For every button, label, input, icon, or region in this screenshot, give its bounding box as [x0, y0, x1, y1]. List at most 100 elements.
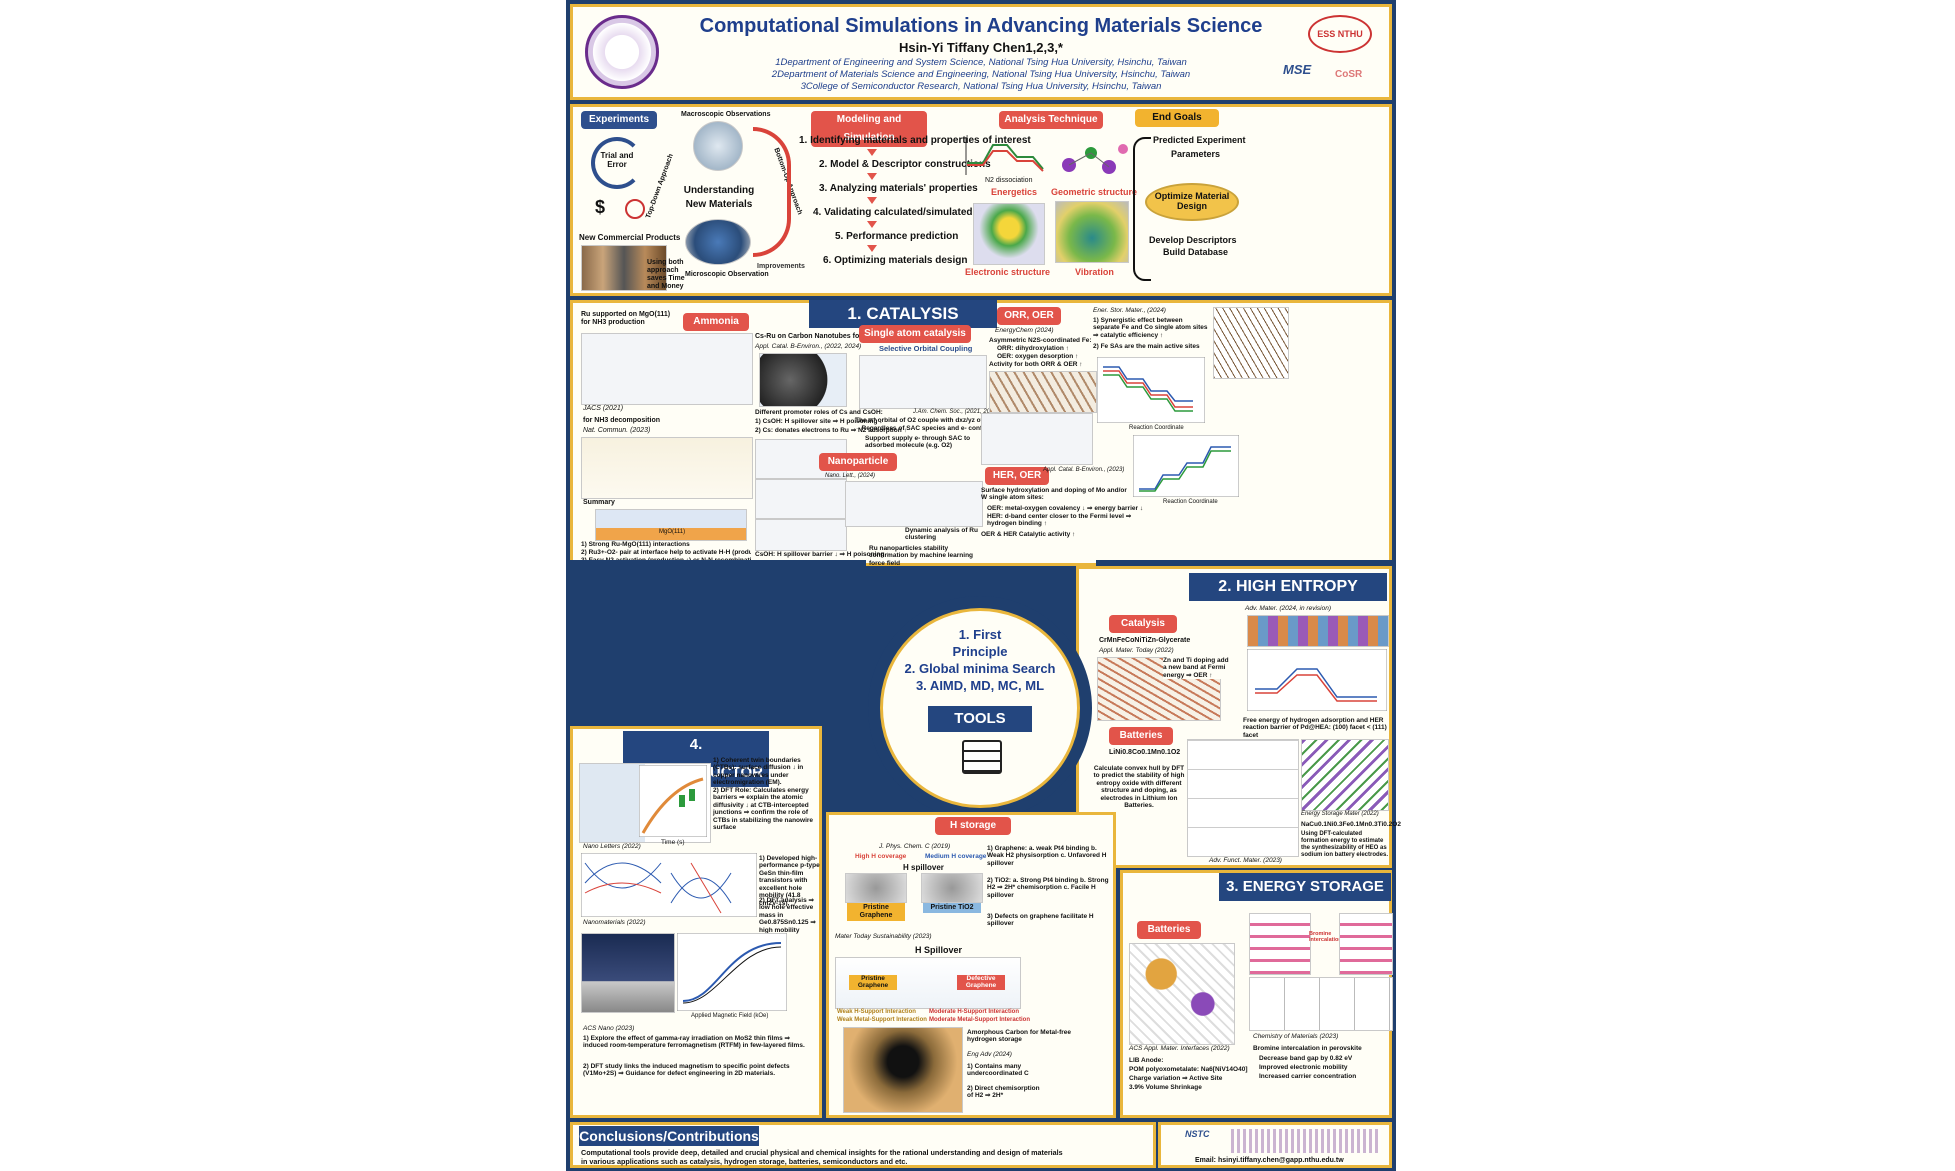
- affiliation-1: 1Department of Engineering and System Sc…: [775, 57, 1187, 68]
- csoh-barrier-text: CsOH: H spillover barrier ↓ ⇒ H poisonin…: [755, 551, 890, 558]
- ener-stor2-ref: Energy Storage Mater (2022): [1301, 811, 1379, 817]
- jacs2-ref: J.Am. Chem. Soc., (2021, 2024): [913, 409, 999, 415]
- n2-dissociation-label: N2 dissociation: [985, 177, 1033, 184]
- tools-line-2: Principle: [952, 644, 1008, 659]
- orr-oer-label: ORR, OER: [997, 307, 1061, 325]
- energetics-plot: [965, 137, 1044, 175]
- heo-text: Using DFT-calculated formation energy to…: [1301, 831, 1389, 858]
- university-seal: [585, 15, 659, 89]
- dollar-icon: $: [595, 197, 606, 217]
- pristine-graphene-label: Pristine Graphene: [847, 903, 905, 922]
- reaction-coord-label-2: Reaction Coordinate: [1163, 499, 1218, 505]
- nanoparticle-image: [845, 481, 983, 527]
- vibration-label: Vibration: [1075, 267, 1114, 277]
- mse-logo: MSE: [1283, 62, 1312, 77]
- top-down-label: Top-Down Approach: [645, 153, 675, 220]
- pristine-graphene-2: Pristine Graphene: [849, 975, 897, 990]
- nano-lett-ref: Nano. Lett., (2024): [825, 473, 876, 479]
- natcommun-ref: Nat. Commun. (2023): [583, 427, 651, 434]
- affiliation-3: 3College of Semiconductor Research, Nati…: [800, 81, 1162, 92]
- mod-metal-label: Moderate Metal-Support Interaction: [929, 1017, 1031, 1023]
- br-point-3: Increased carrier concentration: [1259, 1073, 1357, 1080]
- ru-stability-text: Ru nanoparticles stability confirmation …: [869, 545, 974, 567]
- step-arrow-3: [867, 197, 877, 204]
- br-title: Bromine intercalation in perovskite: [1253, 1045, 1362, 1052]
- mos2-text-1: 1) Explore the effect of gamma-ray irrad…: [583, 1035, 805, 1050]
- conclusions-text-1: Computational tools provide deep, detail…: [581, 1148, 1063, 1157]
- pristine-tio2-label: Pristine TiO2: [923, 903, 981, 914]
- sac-label: Single atom catalysis: [859, 325, 971, 343]
- energy-storage-header: 3. ENERGY STORAGE: [1219, 873, 1391, 901]
- shrink-text: 3.9% Volume Shrinkage: [1129, 1084, 1202, 1091]
- high-entropy-header: 2. HIGH ENTROPY: [1189, 573, 1387, 601]
- defective-graphene: Defective Graphene: [957, 975, 1005, 990]
- ctb-text-1: 1) Coherent twin boundaries (CTBs): surf…: [713, 757, 804, 787]
- band-structure-plot: [1249, 977, 1393, 1031]
- promoter-2: 2) Cs: donates electrons to Ru ⇒ N2 adso…: [755, 427, 907, 434]
- electronic-structure-image: [973, 203, 1045, 265]
- parameters-text: Parameters: [1171, 149, 1221, 159]
- nanoletters-ref: Nano Letters (2022): [583, 843, 641, 850]
- her-oer-activity: OER & HER Catalytic activity ↑: [981, 531, 1076, 538]
- acs-ami-ref: ACS Appl. Mater. Interfaces (2022): [1129, 1045, 1230, 1052]
- step-4: 4. Validating calculated/simulated data: [813, 207, 996, 218]
- end-goals-label: End Goals: [1135, 109, 1219, 127]
- header-panel: Computational Simulations in Advancing M…: [570, 4, 1392, 100]
- energy-batteries-label: Batteries: [1137, 921, 1201, 939]
- end-goals-bracket: [1133, 137, 1151, 281]
- geometric-structure-image: [1062, 144, 1128, 174]
- adv-mater-ref: Adv. Mater. (2024, in revision): [1245, 605, 1331, 612]
- atoms-image: [685, 219, 751, 265]
- energetics-label: Energetics: [991, 187, 1038, 197]
- promoter-1: 1) CsOH: H spillover site ⇒ H poisoning …: [755, 418, 883, 425]
- synergy-2: 2) Fe SAs are the main active sites: [1093, 343, 1200, 350]
- pt-cluster-tio2: [921, 873, 983, 903]
- cs-energy-plot-3: [755, 519, 847, 551]
- improvements-label: Improvements: [757, 263, 805, 270]
- server-icon: [962, 740, 1002, 774]
- experiments-label: Experiments: [581, 111, 657, 129]
- tio2-points: 2) TiO2: a. Strong Pt4 binding b. Strong…: [987, 877, 1109, 899]
- divider-left: [566, 560, 866, 568]
- step-5: 5. Performance prediction: [835, 231, 959, 242]
- weak-metal-label: Weak Metal-Support Interaction: [837, 1017, 927, 1023]
- mater-today-ref: Mater Today Sustainability (2023): [835, 933, 932, 940]
- promoter-text: Different promoter roles of Cs and CsOH:: [755, 409, 883, 416]
- nstc-logo: NSTC: [1185, 1129, 1210, 1139]
- using-both-text: Using both approach saves Time and Money: [647, 259, 685, 291]
- fe-co-lattice: [1213, 307, 1289, 379]
- sponsors-panel: NSTC Email: hsinyi.tiffany.chen@gapp.nth…: [1158, 1122, 1392, 1168]
- poster-title: Computational Simulations in Advancing M…: [699, 15, 1263, 37]
- tools-line-3: 2. Global minima Search: [904, 661, 1056, 676]
- trial-error-text: Trial and Error: [600, 151, 634, 170]
- h-storage-label: H storage: [935, 817, 1011, 835]
- nh3-decomp-text: for NH3 decomposition: [583, 417, 661, 424]
- semiconductor-panel: 4. SEMICONDUCTOR Time (s) 1) Coherent tw…: [570, 726, 822, 1118]
- orr-free-energy-plot: [1097, 357, 1205, 423]
- linico-text: LiNi0.8Co0.1Mn0.1O2: [1109, 749, 1181, 756]
- high-entropy-panel: 2. HIGH ENTROPY Catalysis CrMnFeCoNiTiZn…: [1076, 566, 1401, 868]
- h-storage-panel: H storage J. Phys. Chem. C (2019) High H…: [826, 812, 1116, 1118]
- ammonia-label: Ammonia: [683, 313, 749, 331]
- perovskite-after: [1339, 913, 1393, 975]
- hea-surface-images: [1247, 615, 1389, 647]
- pom-text: POM polyoxometalate: Na6[NiV14O40]: [1129, 1066, 1248, 1073]
- field-axis-label: Applied Magnetic Field (kOe): [691, 1013, 769, 1019]
- orr-1-text: ORR: dihydroxylation ↑: [997, 345, 1069, 352]
- energy-storage-panel: 3. ENERGY STORAGE Batteries ACS Appl. Ma…: [1120, 870, 1393, 1118]
- amorph-2: 2) Direct chemisorption of H2 ⇒ 2H*: [967, 1085, 1040, 1100]
- entropy-batteries-label: Batteries: [1109, 727, 1173, 745]
- vibration-image: [1055, 201, 1129, 263]
- orbital-text: Selective Orbital Coupling: [879, 344, 973, 353]
- glycerate-text: CrMnFeCoNiTiZn-Glycerate: [1099, 637, 1191, 644]
- h-spillover2-label: H Spillover: [915, 945, 963, 955]
- ru-mgo-energy-plot: [581, 333, 753, 405]
- analysis-label: Analysis Technique: [999, 111, 1103, 129]
- cs-energy-plot-2: [755, 479, 847, 519]
- energychem-ref: EnergyChem (2024): [995, 327, 1054, 334]
- email-text: Email: hsinyi.tiffany.chen@gapp.nthu.edu…: [1195, 1157, 1344, 1164]
- summary-diagram: [595, 509, 747, 541]
- gese-text-2: 2) DFT analysis ⇒ low hole effective mas…: [759, 897, 816, 934]
- mgo-label: MgO(111): [659, 529, 686, 535]
- understanding-text: Understanding: [683, 185, 755, 196]
